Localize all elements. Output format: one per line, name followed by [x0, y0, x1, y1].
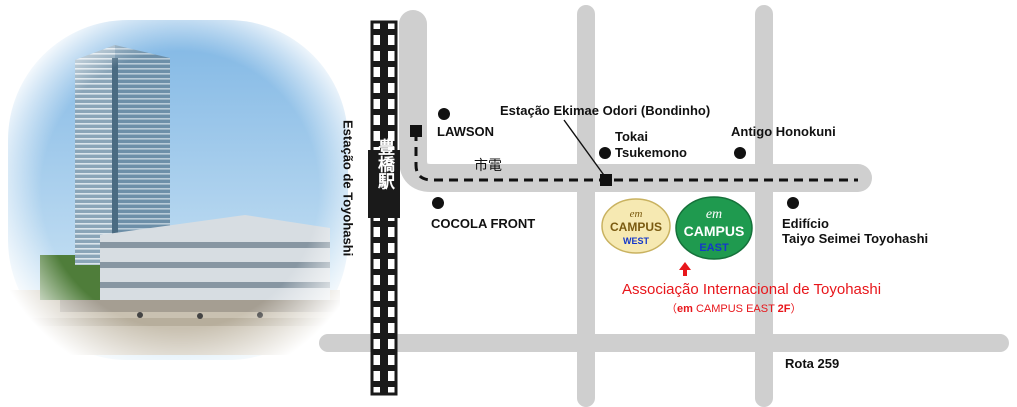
cocola-label: COCOLA FRONT	[431, 216, 535, 231]
honokuni-marker	[734, 147, 746, 159]
association-campus: CAMPUS EAST	[693, 303, 778, 315]
lawson-marker	[438, 108, 450, 120]
campus-west-badge: em CAMPUS WEST	[601, 198, 671, 254]
tram-stop-pointer	[563, 119, 607, 179]
toyohashi-station-label: Estação de Toyohashi	[341, 120, 356, 256]
honokuni-label: Antigo Honokuni	[731, 124, 836, 139]
svg-text:CAMPUS: CAMPUS	[610, 220, 662, 234]
association-name: Associação Internacional de Toyohashi	[622, 281, 881, 298]
red-arrow-icon	[679, 262, 691, 276]
tram-line	[410, 119, 858, 186]
cocola-marker	[432, 197, 444, 209]
taiyo-label-line1: Edifício	[782, 216, 829, 231]
svg-text:em: em	[630, 208, 643, 220]
association-floor: 2F	[778, 303, 791, 315]
building-illustration	[0, 10, 360, 370]
tram-stop-marker	[600, 174, 612, 186]
svg-text:WEST: WEST	[623, 236, 650, 246]
svg-text:CAMPUS: CAMPUS	[684, 223, 745, 239]
campus-east-badge: em CAMPUS EAST	[675, 196, 753, 260]
landmarks: LAWSON Tokai Tsukemono Antigo Honokuni C…	[431, 108, 928, 246]
tram-terminal-marker	[410, 125, 422, 137]
tram-label: 市電	[474, 157, 502, 173]
station-kanji-box	[368, 150, 400, 218]
association-close-paren: ）	[791, 302, 802, 315]
svg-text:EAST: EAST	[699, 242, 729, 254]
railway: 豊橋駅	[368, 20, 400, 396]
main-street-road	[399, 10, 872, 192]
roads	[319, 5, 1009, 407]
tokai-label-line1: Tokai	[615, 129, 648, 144]
tram-stop-label: Estação Ekimae Odori (Bondinho)	[500, 103, 710, 118]
taiyo-label-line2: Taiyo Seimei Toyohashi	[782, 231, 928, 246]
lawson-label: LAWSON	[437, 124, 494, 139]
association-location: （em CAMPUS EAST 2F）	[666, 302, 802, 315]
taiyo-marker	[787, 197, 799, 209]
station-kanji-label: 豊橋駅	[374, 137, 396, 190]
association-em: em	[677, 303, 693, 315]
svg-text:em: em	[706, 207, 722, 222]
tokai-label-line2: Tsukemono	[615, 145, 687, 160]
route-label: Rota 259	[785, 356, 839, 371]
tokai-marker	[599, 147, 611, 159]
association-open-paren: （	[666, 302, 677, 315]
